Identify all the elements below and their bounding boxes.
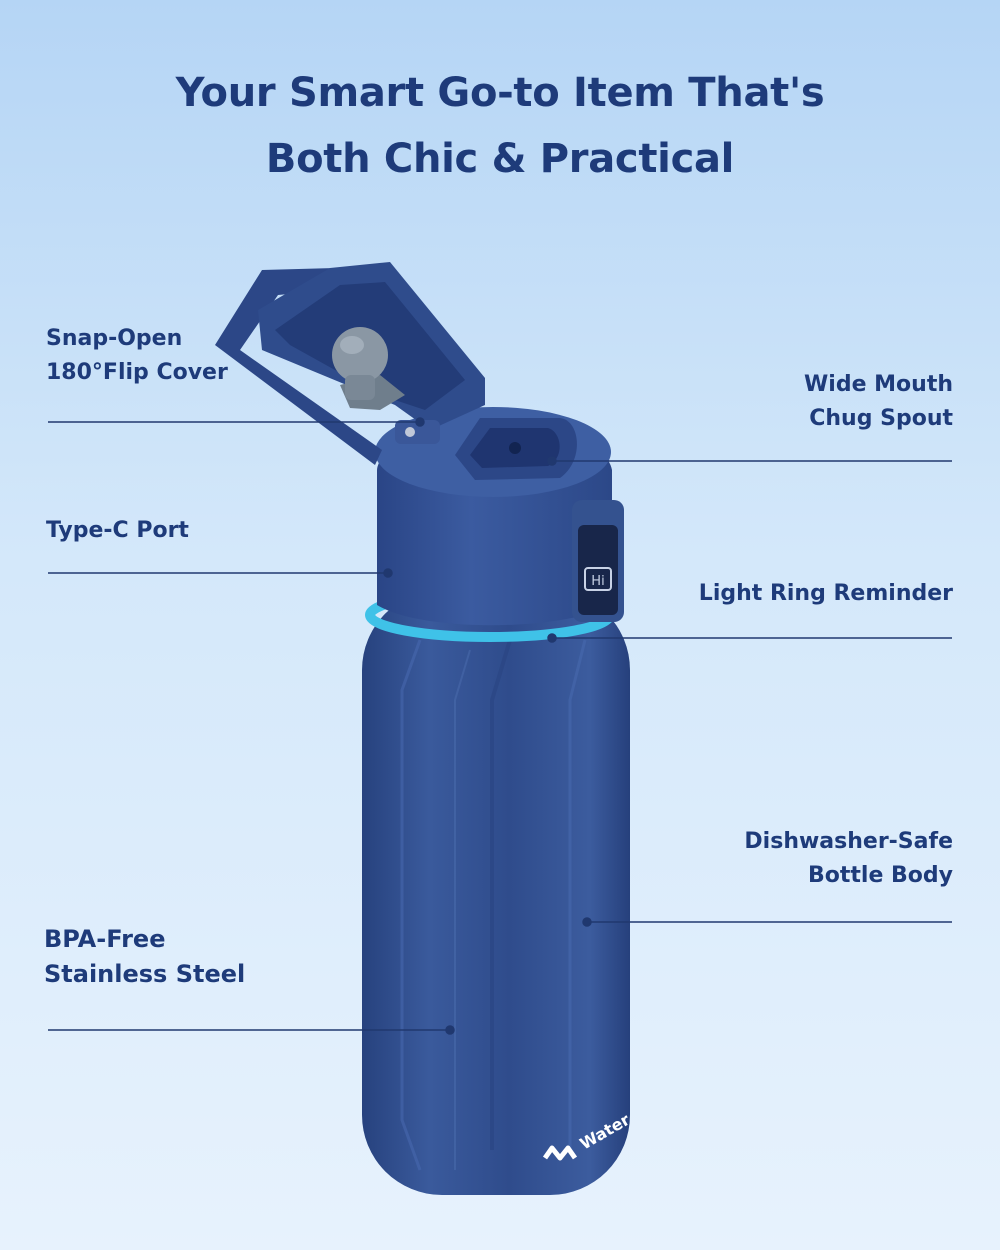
- page-headline: Your Smart Go-to Item That's Both Chic &…: [0, 60, 1000, 192]
- light-ring-label: Light Ring Reminder: [698, 581, 953, 606]
- silicone-plug: [332, 327, 405, 410]
- flip-lid: [215, 262, 485, 465]
- dishwasher-safe-label: Dishwasher-Safe Bottle Body: [744, 829, 953, 888]
- bpa-free-label: BPA-Free Stainless Steel: [44, 925, 246, 988]
- callout-lines: [48, 417, 952, 1035]
- chug-spout: [455, 418, 577, 480]
- type-c-port-label: Type-C Port: [46, 518, 189, 543]
- bottle-body: [362, 590, 630, 1195]
- display-module: Hi: [572, 500, 624, 622]
- headline-line-1: Your Smart Go-to Item That's: [175, 70, 825, 116]
- chug-spout-label: Wide Mouth Chug Spout: [804, 372, 953, 431]
- headline-line-2: Both Chic & Practical: [265, 136, 735, 182]
- flip-cover-label: Snap-Open 180°Flip Cover: [46, 326, 228, 385]
- display-text: Hi: [591, 574, 604, 589]
